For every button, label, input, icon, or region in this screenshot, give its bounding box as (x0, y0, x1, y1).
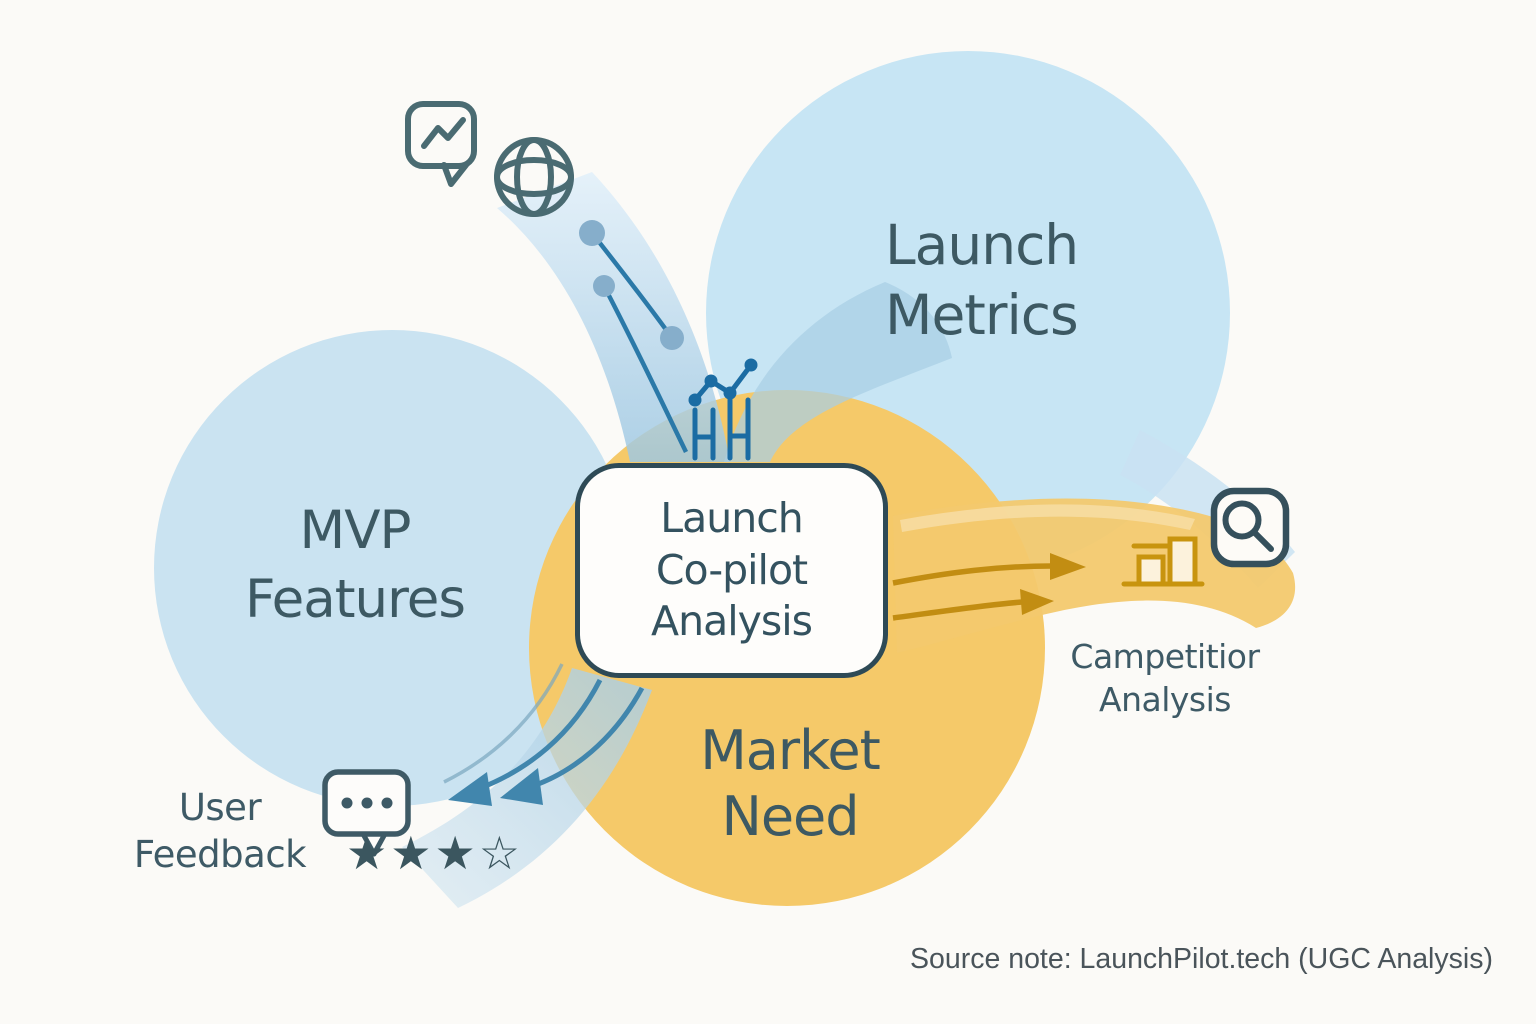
gold-arrow-2-head (1020, 589, 1054, 615)
source-note: Source note: LaunchPilot.tech (UGC Analy… (910, 943, 1493, 975)
chat-dots-icon (322, 769, 411, 857)
blue-feedback-line (443, 663, 564, 784)
connector-dot-3 (593, 275, 615, 297)
label-market-need: Market Need (700, 719, 881, 848)
gold-arrow-1-line (892, 563, 1053, 586)
center-box-title: Launch Co-pilot Analysis (651, 494, 813, 646)
globe-icon (494, 137, 574, 217)
label-launch-metrics: Launch Metrics (885, 213, 1079, 348)
connector-dot-1 (579, 220, 605, 246)
label-competitor-analysis: Campetitior Analysis (1070, 637, 1260, 719)
mini-chart-icon (688, 358, 758, 461)
rating-stars: ★★★☆ (346, 826, 523, 880)
label-user-feedback: User Feedback (133, 786, 307, 877)
center-box: Launch Co-pilot Analysis (575, 463, 888, 678)
blue-arrow-1-line (477, 678, 603, 792)
gold-arrow-1-head (1050, 553, 1086, 580)
label-mvp-features: MVP Features (245, 500, 466, 630)
connector-line-2 (602, 284, 689, 453)
search-icon (1210, 487, 1290, 568)
gold-arrow-2-line (892, 599, 1023, 621)
ribbon-top-to-box (497, 172, 730, 462)
gold-bars-icon (1121, 536, 1205, 587)
ribbon-gold-highlight (900, 504, 1195, 532)
blue-arrow-2-line (529, 686, 645, 790)
chat-trend-icon (405, 101, 477, 187)
connector-dot-2 (660, 326, 684, 350)
blue-arrow-2-head (500, 768, 543, 805)
ribbon-circle-to-box (724, 282, 952, 462)
blue-arrow-1-head (448, 772, 492, 806)
